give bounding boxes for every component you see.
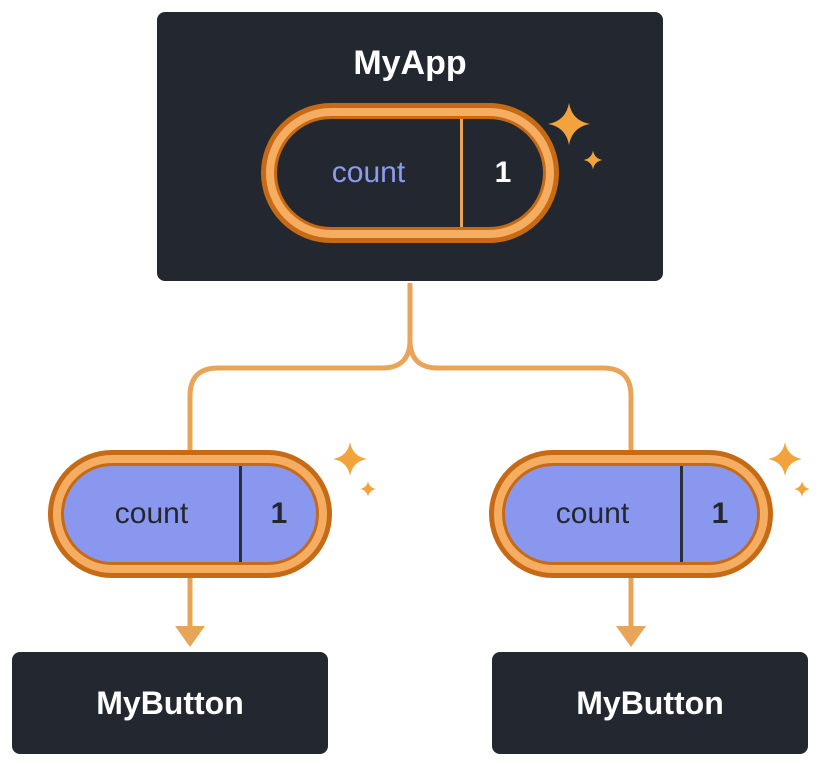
prop-pill-left: count 1 xyxy=(48,450,332,578)
node-title: MyApp xyxy=(353,44,467,82)
prop-pill-left-inner: count 1 xyxy=(61,463,319,565)
node-mybutton-right: MyButton xyxy=(490,650,810,756)
arrow-down-icon xyxy=(616,626,646,647)
node-title: MyButton xyxy=(576,684,724,721)
prop-label: count xyxy=(555,497,630,530)
state-pill-root: count 1 xyxy=(261,103,559,243)
sparkle-icon xyxy=(333,442,367,476)
state-value: 1 xyxy=(460,119,543,227)
connector-root-to-left-pill xyxy=(187,279,413,455)
state-pill-root-inner: count 1 xyxy=(274,116,546,230)
prop-value: 1 xyxy=(680,466,757,562)
connector-root-to-right-pill xyxy=(407,279,634,455)
node-title: MyButton xyxy=(96,684,244,721)
arrow-down-icon xyxy=(175,626,205,647)
prop-label: count xyxy=(114,497,189,530)
state-label: count xyxy=(331,156,406,189)
prop-pill-right: count 1 xyxy=(489,450,773,578)
prop-pill-right-inner: count 1 xyxy=(502,463,760,565)
sparkle-icon xyxy=(768,442,802,476)
prop-value: 1 xyxy=(239,466,316,562)
sparkle-icon xyxy=(360,481,376,497)
node-mybutton-left: MyButton xyxy=(10,650,330,756)
sparkle-icon xyxy=(794,481,810,497)
